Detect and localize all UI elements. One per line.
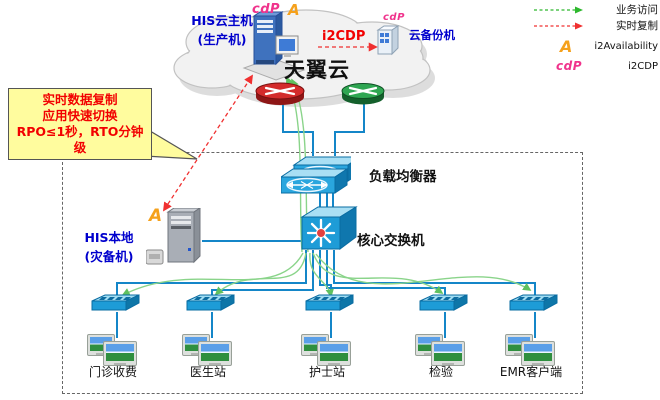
replication-lines bbox=[163, 42, 378, 212]
cloud-host-label: HIS云主机 (生产机) bbox=[191, 13, 253, 47]
server-tower-icon bbox=[242, 11, 306, 81]
access-switch bbox=[504, 294, 558, 316]
cloud-backup-label: 云备份机 bbox=[409, 28, 455, 42]
server-tower-icon bbox=[145, 207, 202, 265]
client-label-nurse-station: 护士站 bbox=[308, 365, 345, 379]
legend-label: i2Availability bbox=[594, 41, 658, 52]
access-switch bbox=[181, 294, 235, 316]
lan-boundary-box bbox=[62, 152, 583, 394]
i2availability-logo-icon: A bbox=[560, 37, 573, 56]
monitor-icon bbox=[431, 341, 465, 366]
load-balancer-icon bbox=[279, 156, 362, 194]
red-dashed-arrow-icon bbox=[534, 22, 583, 29]
legend-row-i2availability: A i2Availability bbox=[532, 37, 658, 56]
router-icon bbox=[341, 83, 385, 105]
client-label-lab: 检验 bbox=[428, 365, 453, 379]
router-icon bbox=[255, 82, 305, 105]
local-server-label: HIS本地 (灾备机) bbox=[84, 230, 134, 264]
local-dr-server bbox=[145, 207, 202, 270]
i2cdp-badge-backup: cdP bbox=[383, 12, 405, 23]
callout-text: 实时数据复制 应用快速切换 RPO≤1秒，RTO分钟 级 bbox=[16, 91, 144, 156]
monitor-icon bbox=[521, 341, 555, 366]
legend-row-realtime-replication: 实时复制 bbox=[532, 18, 658, 33]
legend-label: 业务访问 bbox=[616, 4, 658, 16]
workstation-pair bbox=[415, 334, 467, 366]
workstation-pair bbox=[87, 334, 139, 366]
i2availability-badge-local: A bbox=[149, 206, 163, 226]
access-switch bbox=[414, 294, 468, 316]
cloud-backup-server bbox=[374, 22, 404, 58]
cloud-label: 天翼云 bbox=[284, 58, 350, 82]
i2cdp-logo-icon: cdP bbox=[556, 59, 582, 73]
workstation-pair bbox=[301, 334, 353, 366]
client-label-outpatient-billing: 门诊收费 bbox=[88, 365, 137, 379]
i2availability-badge-production: A bbox=[288, 1, 300, 19]
access-switch bbox=[86, 294, 140, 316]
workstation-pair bbox=[182, 334, 234, 366]
wan-router-green bbox=[340, 83, 386, 107]
load-balancer-device bbox=[279, 153, 362, 197]
small-server-icon bbox=[376, 25, 400, 56]
monitor-icon bbox=[317, 341, 351, 366]
core-switch-device bbox=[300, 205, 358, 251]
access-switch bbox=[300, 294, 354, 316]
core-switch-icon bbox=[300, 206, 358, 250]
monitor-icon bbox=[198, 341, 232, 366]
monitor-icon bbox=[103, 341, 137, 366]
client-label-doctor-station: 医生站 bbox=[189, 365, 226, 379]
wan-router-red bbox=[254, 82, 306, 108]
cloud-production-server bbox=[242, 10, 306, 82]
legend-row-business-access: 业务访问 bbox=[532, 2, 658, 17]
green-dashed-arrow-icon bbox=[534, 6, 583, 13]
client-label-emr-client: EMR客户端 bbox=[499, 365, 563, 379]
callout-box: 实时数据复制 应用快速切换 RPO≤1秒，RTO分钟 级 bbox=[8, 88, 152, 160]
legend-label: i2CDP bbox=[628, 60, 658, 72]
core-switch-label: 核心交换机 bbox=[357, 233, 425, 249]
legend-label: 实时复制 bbox=[616, 20, 658, 32]
i2cdp-badge-production: cdP bbox=[252, 2, 281, 17]
legend: 业务访问 实时复制 A i2Availability cdP i2CDP bbox=[532, 2, 658, 74]
i2cdp-link-label: i2CDP bbox=[322, 29, 366, 44]
load-balancer-label: 负载均衡器 bbox=[369, 169, 437, 185]
legend-row-i2cdp: cdP i2CDP bbox=[532, 59, 658, 73]
workstation-pair bbox=[505, 334, 557, 366]
